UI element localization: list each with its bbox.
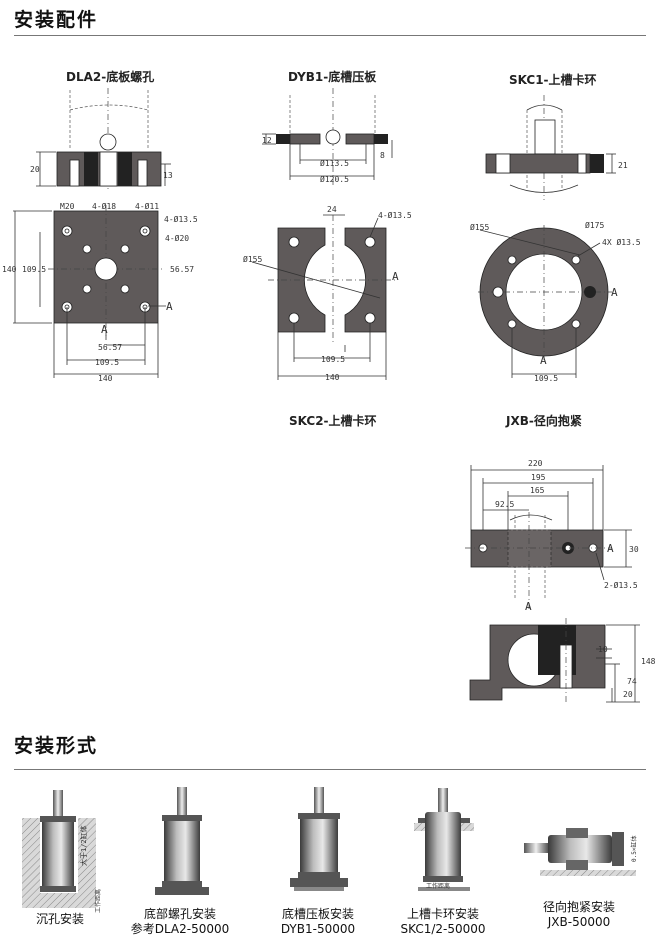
jxb-dim: 92.5 <box>495 500 514 509</box>
jxb-dim: 74 <box>627 677 637 686</box>
dyb1-dim: 24 <box>327 205 337 214</box>
install-bottom-thread <box>155 787 209 895</box>
jxb-top-view <box>465 465 632 612</box>
caption-radial-clamp: 径向抱紧安装 JXB-50000 <box>524 900 634 930</box>
dyb1-labels: 12 8 Ø113.5 Ø120.5 24 4-Ø13.5 Ø155 A 109… <box>243 136 412 382</box>
skc1-section-mark: A <box>611 286 618 299</box>
install-top-clamp: 工作距离 <box>414 788 474 891</box>
section-title-install-forms: 安装形式 <box>14 735 99 757</box>
skc1-dim: 21 <box>618 161 628 170</box>
jxb-dim: 30 <box>629 545 639 554</box>
jxb-labels: 220 195 165 92.5 A 30 2-Ø13.5 A 10 148 7… <box>495 459 656 699</box>
dyb1-dim: Ø120.5 <box>320 174 349 184</box>
jxb-section-mark: A <box>525 600 532 613</box>
caption-clamp-plate: 底槽压板安装 DYB1-50000 <box>263 907 373 937</box>
jxb-side-view <box>469 618 640 705</box>
part-title-dyb1: DYB1-底槽压板 <box>288 70 377 84</box>
jxb-dim: 20 <box>623 690 633 699</box>
skc1-plan-view <box>478 225 612 378</box>
section-divider <box>14 35 646 36</box>
jxb-dim: 220 <box>528 459 543 468</box>
caption-line1: 上槽卡环安装 <box>406 907 479 921</box>
caption-bottom-thread: 底部螺孔安装 参考DLA2-50000 <box>125 907 235 937</box>
dyb1-side-view <box>262 88 393 185</box>
install-clamp-plate <box>290 787 348 891</box>
jxb-dim: 195 <box>531 473 546 482</box>
caption-line1: 底槽压板安装 <box>281 907 354 921</box>
dla2-dim: 4-Ø11 <box>135 201 159 211</box>
dla2-dim: 140 <box>98 374 113 383</box>
install-counterbore: 大于1/2缸体 工作距离 <box>22 790 102 913</box>
counterbore-bottom-label: 工作距离 <box>94 889 102 913</box>
dla2-section-mark: A <box>101 323 108 336</box>
caption-counterbore: 沉孔安装 <box>20 912 100 927</box>
dla2-dim: 20 <box>30 165 40 174</box>
part-title-jxb: JXB-径向抱紧 <box>506 414 582 428</box>
dyb1-dim: Ø113.5 <box>320 158 349 168</box>
dla2-dim: 4-Ø18 <box>92 201 116 211</box>
part-title-skc2: SKC2-上槽卡环 <box>289 414 377 428</box>
dla2-dim: M20 <box>60 202 75 211</box>
jxb-section-mark: A <box>607 542 614 555</box>
dyb1-dim: 8 <box>380 151 385 160</box>
skc1-labels: 21 Ø155 Ø175 4X Ø13.5 A A 109.5 <box>470 161 641 383</box>
caption-line1: 径向抱紧安装 <box>542 900 615 914</box>
dyb1-section-mark: A <box>392 270 399 283</box>
skc1-dim: Ø155 <box>470 222 489 232</box>
dla2-dim: 4-Ø20 <box>165 233 189 243</box>
dyb1-dim: 109.5 <box>321 355 345 364</box>
dla2-plan-view <box>13 205 166 378</box>
radial-clamp-side-label: 0.5×缸体 <box>630 836 638 862</box>
skc1-dim: 109.5 <box>534 374 558 383</box>
dla2-dim: 109.5 <box>95 358 119 367</box>
part-title-dla2: DLA2-底板螺孔 <box>66 70 155 84</box>
part-title-skc1: SKC1-上槽卡环 <box>509 73 597 87</box>
caption-line2: JXB-50000 <box>547 915 611 929</box>
caption-line1: 沉孔安装 <box>35 912 84 926</box>
dla2-side-view <box>36 88 171 192</box>
dyb1-dim: 4-Ø13.5 <box>378 210 412 220</box>
dla2-dim: 109.5 <box>22 265 46 274</box>
dyb1-dim: 140 <box>325 373 340 382</box>
dyb1-dim: 12 <box>262 136 272 145</box>
section-divider <box>14 769 646 770</box>
jxb-dim: 148 <box>641 657 656 666</box>
dla2-dim: 56.57 <box>98 343 122 352</box>
jxb-dim: 2-Ø13.5 <box>604 580 638 590</box>
dla2-section-mark: A <box>166 300 173 313</box>
counterbore-side-label: 大于1/2缸体 <box>79 825 88 866</box>
caption-line2: SKC1/2-50000 <box>400 922 486 936</box>
install-radial-clamp: 0.5×缸体 <box>524 828 638 876</box>
caption-line1: 底部螺孔安装 <box>143 907 216 921</box>
skc1-dim: 4X Ø13.5 <box>602 237 641 247</box>
dyb1-plan-view <box>251 214 398 380</box>
top-clamp-bottom-label: 工作距离 <box>426 882 450 890</box>
dla2-dim: 4-Ø13.5 <box>164 214 198 224</box>
skc1-section-mark: A <box>540 354 547 367</box>
dla2-dim: 13 <box>163 171 173 180</box>
caption-line2: DYB1-50000 <box>280 922 356 936</box>
jxb-dim: 10 <box>598 645 608 654</box>
dla2-dim: 140 <box>2 265 17 274</box>
dyb1-dim: Ø155 <box>243 254 262 264</box>
dla2-dim: 56.57 <box>170 265 194 274</box>
skc1-dim: Ø175 <box>585 220 604 230</box>
dla2-labels: 20 13 M20 4-Ø18 4-Ø11 4-Ø13.5 4-Ø20 140 … <box>2 165 198 383</box>
section-title-install-parts: 安装配件 <box>14 9 99 31</box>
caption-top-clamp: 上槽卡环安装 SKC1/2-50000 <box>388 907 498 937</box>
skc1-side-view <box>485 95 616 200</box>
jxb-dim: 165 <box>530 486 545 495</box>
caption-line2: 参考DLA2-50000 <box>130 922 230 936</box>
